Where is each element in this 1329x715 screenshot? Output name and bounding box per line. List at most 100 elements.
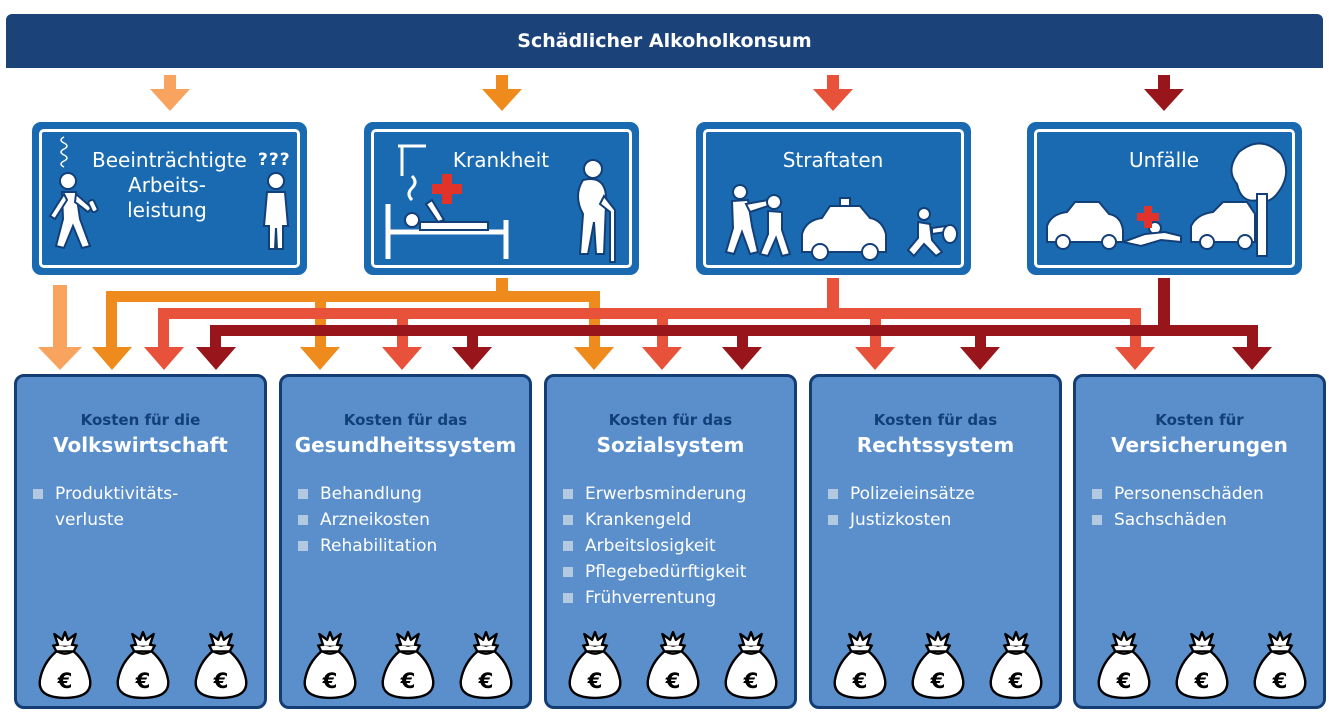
list-item: Personenschäden — [1092, 481, 1264, 507]
arrow-arbeitsleistung — [38, 285, 82, 370]
list-item: Frühverrentung — [563, 585, 746, 611]
cause-arbeitsleistung: Beeinträchtigte Arbeits- leistung ??? — [32, 122, 307, 275]
cost-subtitle: Kosten für das — [343, 411, 468, 429]
euro-symbol: € — [665, 669, 681, 694]
cost-list: Personenschäden Sachschäden — [1092, 481, 1264, 533]
cause-label: Straftaten — [782, 148, 884, 172]
steam-icon — [60, 136, 68, 168]
fight-icon — [724, 184, 792, 258]
arrows-unfaelle — [196, 278, 1272, 370]
people-icons — [48, 136, 290, 250]
euro-symbol: € — [1194, 669, 1210, 694]
krankheit-icons — [385, 144, 616, 263]
money-bag-icon: € — [833, 630, 887, 700]
money-bags: € € € — [17, 628, 264, 700]
red-cross-icon — [1137, 206, 1159, 228]
euro-symbol: € — [478, 669, 494, 694]
cause-unfaelle: Unfälle — [1027, 122, 1302, 275]
money-bag-icon: € — [381, 630, 435, 700]
money-bag-icon: € — [1253, 630, 1307, 700]
cost-title: Sozialsystem — [596, 433, 745, 457]
unfaelle-icons — [1046, 142, 1288, 257]
top-arrows — [150, 75, 1184, 111]
money-bag-icon: € — [38, 630, 92, 700]
main-title-banner: Schädlicher Alkoholkonsum — [6, 14, 1323, 68]
straftaten-icons — [724, 184, 958, 261]
list-item: Produktivitäts- — [33, 481, 178, 507]
list-item: Justizkosten — [828, 507, 975, 533]
cost-box-volkswirtschaft: Kosten für die Volkswirtschaft Produktiv… — [14, 374, 267, 709]
cause-krankheit: Krankheit — [364, 122, 639, 275]
money-bags: € € € — [812, 628, 1059, 700]
list-item: verluste — [55, 510, 124, 530]
cost-box-sozialsystem: Kosten für das Sozialsystem Erwerbsminde… — [544, 374, 797, 709]
cause-label: Beeinträchtigte Arbeits- leistung — [92, 148, 247, 222]
money-bag-icon: € — [194, 630, 248, 700]
cost-box-gesundheitssystem: Kosten für das Gesundheitssystem Behandl… — [279, 374, 532, 709]
money-bag-icon: € — [724, 630, 778, 700]
list-item: Polizeieinsätze — [828, 481, 975, 507]
euro-symbol: € — [587, 669, 603, 694]
list-item: Behandlung — [298, 481, 437, 507]
list-item: Pflegebedürftigkeit — [563, 559, 746, 585]
elderly-person-icon — [577, 159, 616, 263]
cost-list: Behandlung Arzneikosten Rehabilitation — [298, 481, 437, 559]
cost-box-versicherungen: Kosten für Versicherungen Personenschäde… — [1073, 374, 1326, 709]
cost-list: Produktivitäts- verluste — [33, 481, 178, 533]
list-item: Krankengeld — [563, 507, 746, 533]
euro-symbol: € — [400, 669, 416, 694]
money-bag-icon: € — [568, 630, 622, 700]
euro-symbol: € — [322, 669, 338, 694]
euro-symbol: € — [930, 669, 946, 694]
list-item: Arbeitslosigkeit — [563, 533, 746, 559]
money-bags: € € € — [282, 628, 529, 700]
money-bags: € € € — [547, 628, 794, 700]
money-bag-icon: € — [911, 630, 965, 700]
list-item: Erwerbsminderung — [563, 481, 746, 507]
cause-label: Krankheit — [452, 148, 550, 172]
cost-box-rechtssystem: Kosten für das Rechtssystem Polizeieinsä… — [809, 374, 1062, 709]
thief-icon — [906, 207, 958, 258]
list-item: Arzneikosten — [298, 507, 437, 533]
euro-symbol: € — [1272, 669, 1288, 694]
cost-list: Erwerbsminderung Krankengeld Arbeitslosi… — [563, 481, 746, 611]
money-bag-icon: € — [303, 630, 357, 700]
hospital-bed-icon — [385, 144, 509, 259]
cost-title: Volkswirtschaft — [53, 433, 228, 457]
cause-straftaten: Straftaten — [696, 122, 971, 275]
tree-icon — [1230, 142, 1288, 257]
walking-person-icon — [48, 172, 99, 250]
question-marks: ??? — [258, 150, 291, 170]
money-bag-icon: € — [646, 630, 700, 700]
main-title: Schädlicher Alkoholkonsum — [517, 30, 812, 52]
euro-symbol: € — [743, 669, 759, 694]
money-bag-icon: € — [116, 630, 170, 700]
cost-subtitle: Kosten für das — [608, 411, 733, 429]
cost-title: Rechtssystem — [856, 433, 1015, 457]
cost-subtitle: Kosten für — [1155, 411, 1244, 429]
standing-person-icon — [262, 172, 290, 250]
cost-list: Polizeieinsätze Justizkosten — [828, 481, 975, 533]
euro-symbol: € — [135, 669, 151, 694]
euro-symbol: € — [1116, 669, 1132, 694]
cause-label: Unfälle — [1128, 148, 1200, 172]
euro-symbol: € — [1008, 669, 1024, 694]
cost-subtitle: Kosten für die — [80, 411, 201, 429]
red-cross-icon — [432, 174, 462, 204]
car-crash-icon — [1046, 201, 1256, 250]
money-bags: € € € — [1076, 628, 1323, 700]
money-bag-icon: € — [1175, 630, 1229, 700]
cost-title: Versicherungen — [1111, 433, 1288, 457]
euro-symbol: € — [213, 669, 229, 694]
money-bag-icon: € — [459, 630, 513, 700]
euro-symbol: € — [57, 669, 73, 694]
list-item: Rehabilitation — [298, 533, 437, 559]
money-bag-icon: € — [989, 630, 1043, 700]
cost-subtitle: Kosten für das — [873, 411, 998, 429]
list-item: Sachschäden — [1092, 507, 1264, 533]
money-bag-icon: € — [1097, 630, 1151, 700]
euro-symbol: € — [852, 669, 868, 694]
cost-title: Gesundheitssystem — [294, 433, 517, 457]
police-car-icon — [801, 197, 887, 261]
